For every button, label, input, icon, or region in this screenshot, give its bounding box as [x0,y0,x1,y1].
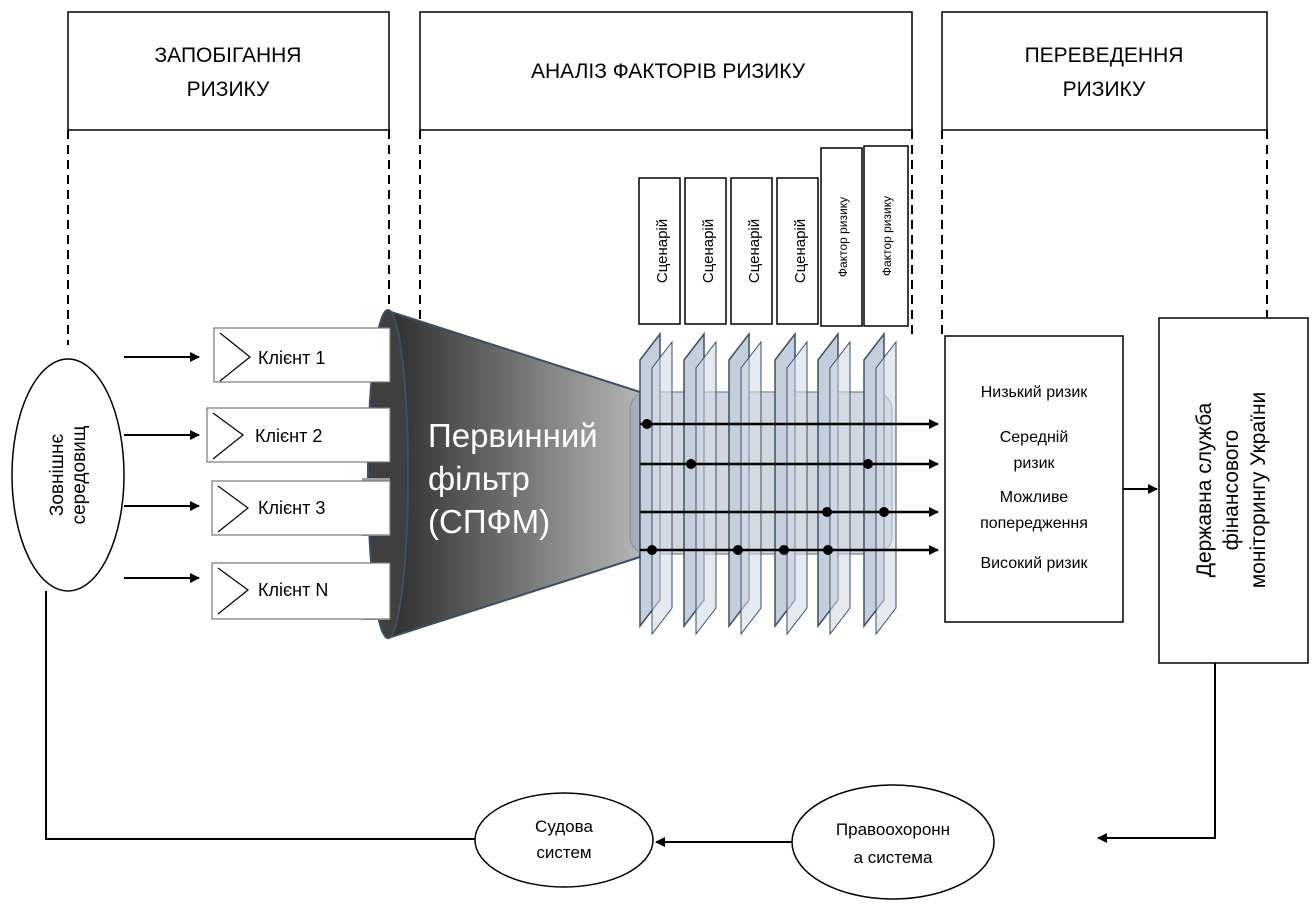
client-1-label: Клієнт 1 [258,348,325,368]
client-2-label: Клієнт 2 [255,426,322,446]
header-transfer: ПЕРЕВЕДЕННЯ РИЗИКУ [941,11,1268,131]
risk-factor-1: Фактор ризику [820,147,863,327]
court-line2: систем [536,843,591,862]
filter-line3: (СПФМ) [428,503,550,540]
court-line1: Судова [535,817,593,836]
state-service-line3: моніторингу України [1247,392,1270,589]
filter-panel-3 [728,331,762,636]
law-enforcement-line2: а система [854,848,933,867]
risk-warning-line2: попередження [980,515,1088,532]
client-1: Клієнт 1 [213,327,391,383]
risk-factor-2-label: Фактор ризику [880,196,894,276]
header-transfer-line2: РИЗИКУ [1063,78,1146,101]
client-n: Клієнт N [211,562,391,620]
scenario-3: Сценарій [730,177,773,325]
filter-panel-6 [863,331,897,636]
state-service-line2: фінансового [1220,430,1243,551]
risk-medium-line2: ризик [1013,455,1055,472]
header-prevention-line1: ЗАПОБІГАННЯ [155,44,302,67]
client-3: Клієнт 3 [211,480,391,536]
risk-factor-1-label: Фактор ризику [836,197,850,277]
filter-line2: фільтр [428,460,530,497]
risk-warning-line1: Можливе [1000,489,1069,506]
client-n-label: Клієнт N [258,580,328,600]
state-service-box: Державна служба фінансового моніторингу … [1158,317,1309,664]
filter-panel-1 [639,331,673,636]
feedback-connectors [45,591,1216,847]
environment-line2: середовищ [69,425,90,524]
law-enforcement-line1: Правоохоронн [836,820,950,839]
environment-line1: Зовнішнє [47,434,68,517]
client-3-label: Клієнт 3 [258,498,325,518]
external-environment: Зовнішнє середовищ [11,358,125,592]
scenario-3-label: Сценарій [746,219,763,283]
header-prevention: ЗАПОБІГАННЯ РИЗИКУ [67,11,390,131]
risk-medium-line1: Середній [1000,429,1069,446]
risk-low: Низький ризик [981,384,1089,401]
scenario-4: Сценарій [776,177,819,325]
primary-filter-funnel: Первинний фільтр (СПФМ) [362,309,641,640]
risk-factor-2: Фактор ризику [863,145,909,327]
scenario-boxes: Сценарій Сценарій Сценарій Сценарій Факт… [638,145,909,327]
scenario-4-label: Сценарій [792,219,809,283]
filter-panel-2 [683,331,717,636]
law-enforcement: Правоохоронн а система [791,784,995,900]
court-system: Судова систем [474,792,654,888]
filter-panel-4 [774,331,808,636]
risk-levels-box: Низький ризик Середній ризик Можливе поп… [944,335,1124,623]
filter-panels [639,331,897,636]
scenario-2-label: Сценарій [700,219,717,283]
scenario-1: Сценарій [638,177,681,325]
state-service-line1: Державна служба [1193,402,1216,577]
filter-line1: Первинний [428,417,598,454]
dashed-separators [67,130,1268,345]
client-arrows [124,352,200,583]
scenario-2: Сценарій [684,177,727,325]
scenario-1-label: Сценарій [654,219,671,283]
header-transfer-line1: ПЕРЕВЕДЕННЯ [1025,44,1184,67]
client-2: Клієнт 2 [206,407,391,463]
header-analysis: АНАЛІЗ ФАКТОРІВ РИЗИКУ [419,11,913,131]
intersection-dots [642,419,889,555]
risk-high: Високий ризик [980,555,1088,572]
header-prevention-line2: РИЗИКУ [187,78,270,101]
filter-panel-5 [817,331,851,636]
header-analysis-text: АНАЛІЗ ФАКТОРІВ РИЗИКУ [531,60,806,83]
